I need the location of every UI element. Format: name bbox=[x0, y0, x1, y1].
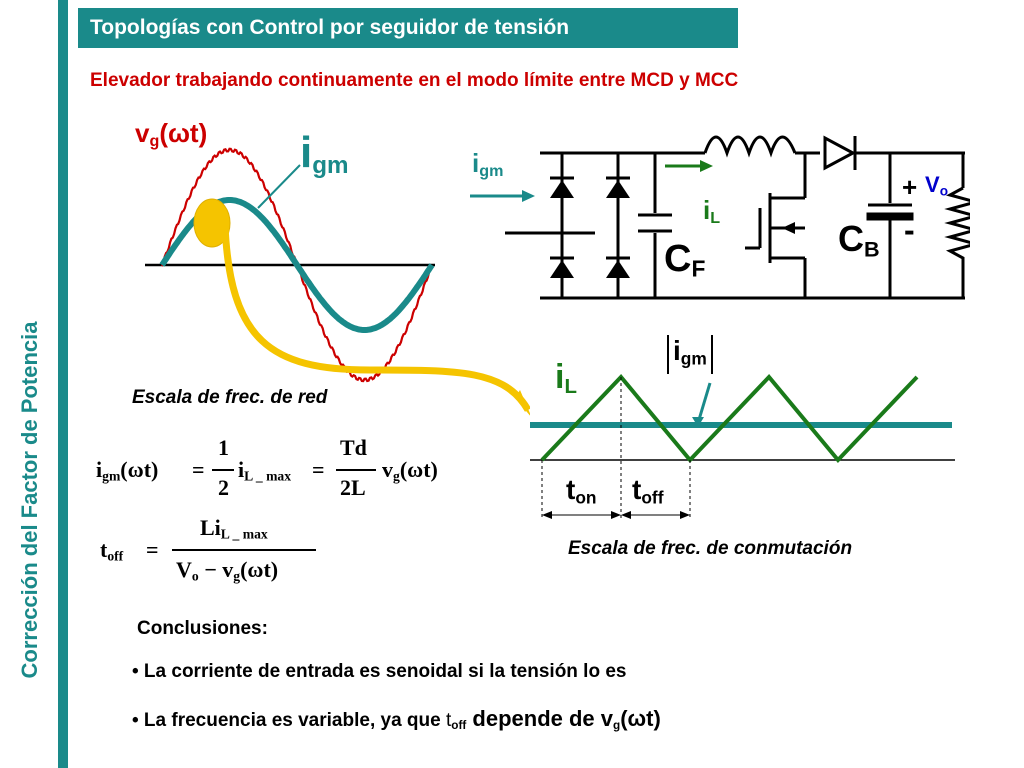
toff-label: toff bbox=[632, 474, 664, 508]
circuit-vo-label: Vo bbox=[925, 172, 949, 199]
slide-title: Topologías con Control por seguidor de t… bbox=[78, 8, 738, 48]
conclusions-heading: Conclusiones: bbox=[137, 618, 268, 639]
conclusion-item-1: • La corriente de entrada es senoidal si… bbox=[132, 661, 627, 682]
cb-label: CB bbox=[838, 218, 880, 262]
minus-sign: - bbox=[904, 212, 915, 248]
boost-circuit-schematic bbox=[470, 135, 970, 300]
igm-pointer bbox=[257, 164, 301, 209]
zoom-connector-arrow bbox=[221, 224, 530, 416]
igm-label-left: igm bbox=[300, 128, 349, 180]
circuit-igm-label: igm bbox=[472, 148, 504, 181]
plus-sign: + bbox=[902, 172, 918, 202]
sidebar: Corrección del Factor de Potencia bbox=[0, 0, 58, 768]
cf-label: CF bbox=[664, 238, 706, 282]
ton-label: ton bbox=[566, 474, 597, 508]
sidebar-divider bbox=[58, 0, 68, 768]
igm-pointer-right bbox=[696, 382, 712, 424]
igm-abs-label: igm bbox=[667, 335, 713, 375]
switching-frequency-waveform bbox=[530, 373, 955, 520]
line-frequency-caption: Escala de frec. de red bbox=[132, 387, 328, 408]
switching-frequency-caption: Escala de frec. de conmutación bbox=[568, 538, 853, 559]
conclusion-item-2: • La frecuencia es variable, ya que toff… bbox=[132, 706, 661, 732]
side-label: Corrección del Factor de Potencia bbox=[17, 321, 42, 679]
zoom-highlight bbox=[193, 198, 231, 248]
line-frequency-waveform bbox=[145, 147, 435, 383]
circuit-iL-label: iL bbox=[703, 195, 721, 228]
vg-label: vg(ωt) bbox=[135, 118, 208, 151]
iL-label-right: iL bbox=[555, 358, 577, 399]
slide-subtitle: Elevador trabajando continuamente en el … bbox=[90, 70, 739, 91]
